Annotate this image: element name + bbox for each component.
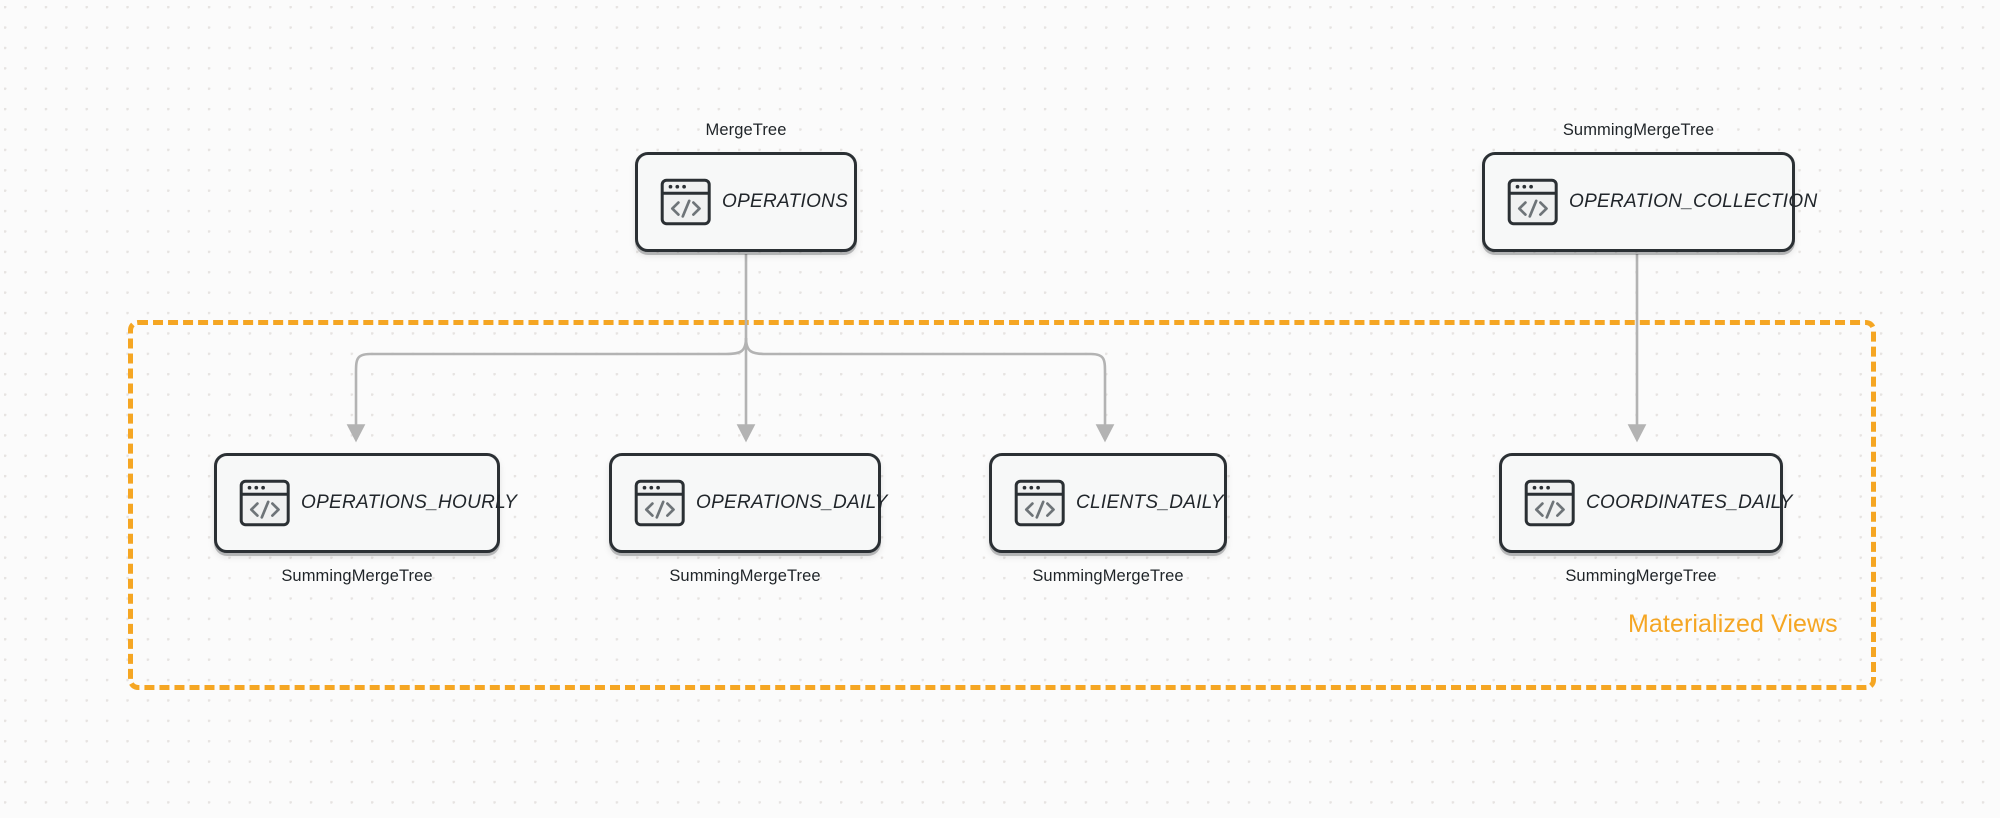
node-operations_daily[interactable]: OPERATIONS_DAILY: [609, 453, 887, 553]
node-title: OPERATIONS: [722, 191, 849, 212]
engine-label-operation_collection: SummingMergeTree: [1562, 121, 1715, 139]
code-window-icon: [239, 478, 291, 528]
materialized-views-label: Materialized Views: [1628, 610, 1838, 638]
node-title: OPERATION_COLLECTION: [1569, 191, 1818, 212]
engine-label-operations_hourly: SummingMergeTree: [281, 567, 433, 585]
node-operations_hourly[interactable]: OPERATIONS_HOURLY: [214, 453, 517, 553]
node-operation_collection[interactable]: OPERATION_COLLECTION: [1482, 152, 1817, 252]
code-window-icon: [660, 177, 712, 227]
engine-label-operations: MergeTree: [705, 121, 787, 139]
code-window-icon: [634, 478, 686, 528]
node-coordinates_daily[interactable]: COORDINATES_DAILY: [1499, 453, 1792, 553]
node-title: CLIENTS_DAILY: [1076, 492, 1224, 513]
code-window-icon: [1524, 478, 1576, 528]
node-title: OPERATIONS_DAILY: [696, 492, 888, 513]
node-title: COORDINATES_DAILY: [1586, 492, 1793, 513]
code-window-icon: [1507, 177, 1559, 227]
node-title: OPERATIONS_HOURLY: [301, 492, 518, 513]
engine-label-coordinates_daily: SummingMergeTree: [1565, 567, 1717, 585]
node-operations[interactable]: OPERATIONS: [635, 152, 857, 252]
code-window-icon: [1014, 478, 1066, 528]
engine-label-operations_daily: SummingMergeTree: [669, 567, 821, 585]
node-clients_daily[interactable]: CLIENTS_DAILY: [989, 453, 1227, 553]
materialized-views-group: [128, 320, 1876, 690]
engine-label-clients_daily: SummingMergeTree: [1032, 567, 1184, 585]
